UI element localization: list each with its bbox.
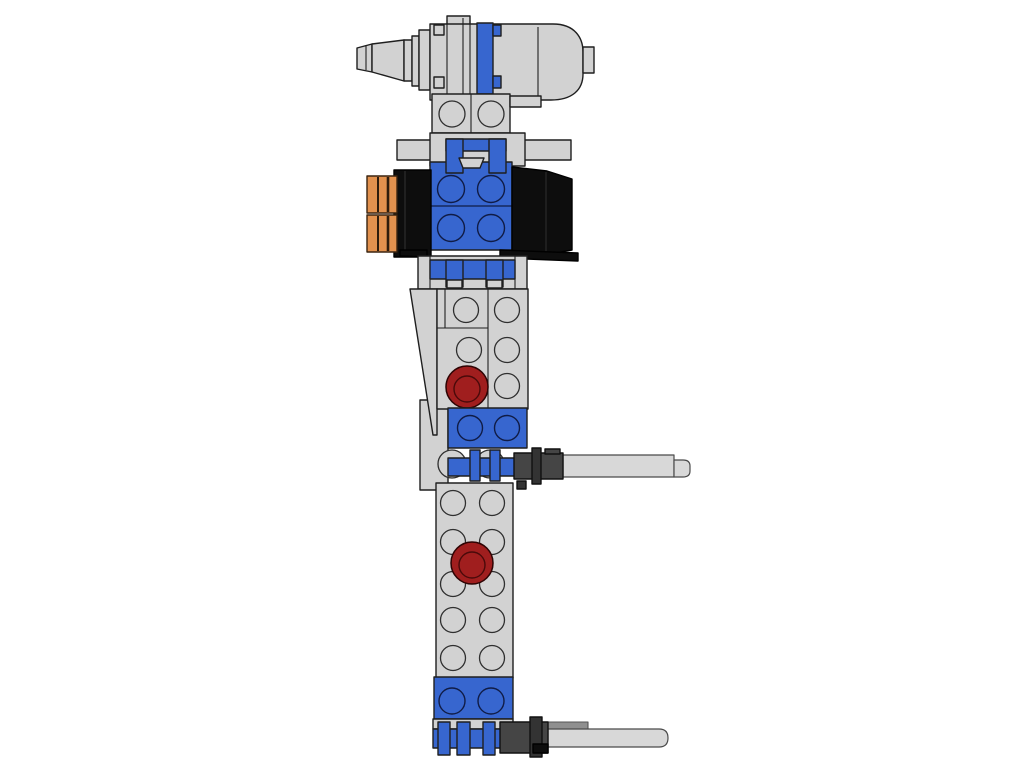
tail-hinge — [432, 718, 514, 756]
column-stud-10 — [478, 644, 506, 672]
fuselage-blue-section — [429, 161, 513, 251]
nozzle-ring-2 — [411, 35, 420, 87]
bracket-post-left — [445, 138, 464, 174]
orange-clip-top — [366, 175, 398, 214]
lower-collar-foot-left — [446, 279, 463, 289]
blue-clip-tab-top — [492, 24, 502, 37]
mid-bar-end — [673, 459, 691, 478]
tail-hinge-blue-clip-c — [482, 721, 496, 756]
fuselage-stud-3 — [436, 213, 466, 243]
wedge-slope — [409, 288, 438, 436]
column-stud-9 — [439, 644, 467, 672]
nozzle-tip — [356, 43, 373, 73]
blue-clip-plate — [476, 22, 494, 95]
bracket-post-right — [488, 138, 507, 174]
engine-pod — [356, 15, 595, 101]
tail-cannon — [499, 716, 549, 758]
tail-bar-lower — [547, 728, 669, 748]
engine-tail-tab — [582, 46, 595, 74]
sensor-dish-lower — [450, 541, 494, 585]
hinge-blue-brick — [447, 407, 528, 449]
tail-brick-stud-right — [477, 687, 505, 715]
tail-brick-body — [433, 676, 514, 720]
blue-clip-tab-bottom — [492, 75, 502, 89]
engine-side-stud-bottom — [433, 76, 445, 89]
hinge-brick-body — [447, 407, 528, 449]
nozzle-ring-3 — [418, 29, 431, 91]
column-stud-1 — [439, 489, 467, 517]
bracket-grey-notch — [458, 157, 485, 169]
wedge-stud-5 — [493, 372, 521, 400]
tail-blue-brick — [433, 676, 514, 720]
collar-blue-bracket — [445, 138, 507, 174]
tail-cannon-notch — [532, 743, 549, 754]
wedge-stud-1 — [452, 296, 480, 324]
engine-body — [429, 23, 584, 101]
side-pod-right-black — [511, 166, 573, 256]
mid-hinge-blue-band — [447, 457, 522, 477]
neck-stud-right — [477, 100, 505, 128]
mid-hinge-blue-clip-a — [469, 449, 481, 482]
neck-brick — [431, 93, 542, 134]
sensor-dish-upper — [445, 365, 489, 409]
mid-cannon-ring — [531, 447, 542, 485]
engine-side-stud-top — [433, 24, 445, 36]
nozzle-cone — [371, 39, 405, 82]
tail-hinge-blue-clip-b — [456, 721, 471, 756]
nozzle-ring-1 — [403, 39, 413, 82]
mid-cannon — [513, 447, 564, 485]
lower-collar-foot-right — [486, 279, 503, 289]
mid-hinge — [437, 449, 522, 482]
wedge-stud-2 — [493, 296, 521, 324]
side-pod-left-black — [393, 169, 432, 258]
left-pod-body — [393, 169, 432, 258]
tail-hinge-blue-clip-a — [437, 721, 451, 756]
engine-blue-clip — [476, 22, 502, 95]
column-stud-8 — [478, 606, 506, 634]
tail-cannon-bar — [512, 721, 669, 748]
column-stud-2 — [478, 489, 506, 517]
hinge-brick-stud-left — [456, 414, 484, 442]
neck-flange-right — [509, 95, 542, 108]
column-stud-7 — [439, 606, 467, 634]
fuselage-stud-1 — [436, 174, 466, 204]
mid-hinge-blue-clip-b — [489, 449, 501, 482]
hinge-brick-stud-right — [493, 414, 521, 442]
orange-clip-bottom-body — [366, 214, 398, 253]
wedge-stud-3 — [455, 336, 483, 364]
fuselage-stud-4 — [476, 213, 506, 243]
lower-dish-inner — [458, 551, 486, 579]
wedge-stud-4 — [493, 336, 521, 364]
orange-clip-bottom — [366, 214, 398, 253]
lower-collar — [399, 249, 579, 290]
upper-dish-inner — [453, 375, 481, 403]
fuselage-stud-2 — [476, 174, 506, 204]
neck-stud-left — [438, 100, 466, 128]
right-pod-body — [511, 166, 573, 256]
tail-brick-stud-left — [438, 687, 466, 715]
mid-bar — [562, 454, 675, 478]
mid-cannon-bar — [562, 454, 691, 478]
lower-fuselage-peg — [516, 480, 527, 490]
orange-clip-top-body — [366, 175, 398, 214]
mid-cannon-notch — [544, 448, 561, 455]
